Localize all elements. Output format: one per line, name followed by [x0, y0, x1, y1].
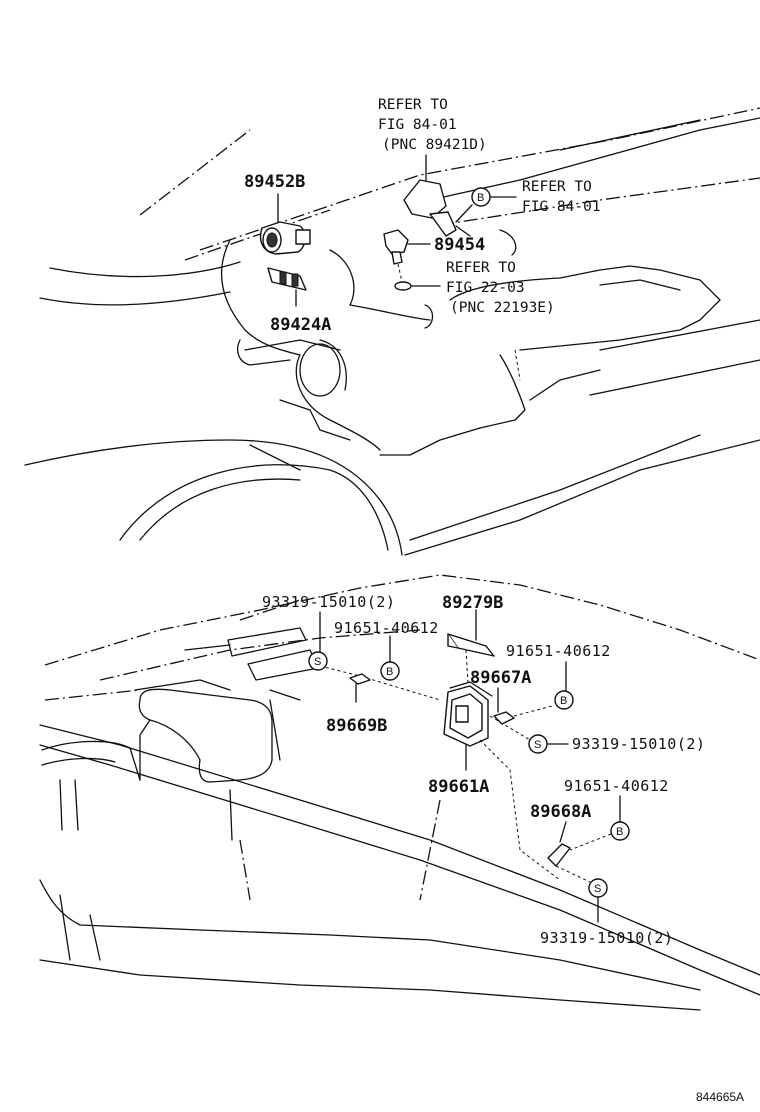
svg-text:FIG 84-01: FIG 84-01 [378, 117, 457, 133]
svg-text:B: B [616, 826, 623, 838]
bolt-marker-b-right[interactable]: B [554, 661, 574, 710]
svg-text:(PNC 22193E): (PNC 22193E) [450, 300, 555, 316]
svg-text:B: B [386, 666, 393, 678]
gasket-22193E[interactable] [394, 263, 441, 291]
part-number-89424A: 89424A [270, 315, 331, 335]
part-number-bolt-low: 91651-40612 [564, 777, 669, 795]
clip-89667A[interactable] [493, 687, 553, 725]
screw-marker-s-right[interactable]: S [528, 734, 569, 754]
svg-text:S: S [314, 656, 321, 668]
screw-marker-s-left[interactable]: S [308, 611, 328, 671]
part-number-bolt-left: 91651-40612 [334, 619, 439, 637]
part-number-89452B: 89452B [244, 172, 305, 192]
svg-text:B: B [477, 192, 484, 204]
ecu-module-89661A[interactable] [443, 681, 493, 771]
svg-text:B: B [560, 695, 567, 707]
svg-text:REFER TO: REFER TO [446, 260, 516, 276]
engine-bay-illustration [24, 107, 760, 556]
part-number-89279B: 89279B [442, 593, 503, 613]
bracket-89668A[interactable] [547, 821, 571, 867]
bolt-marker-b-left[interactable]: B [380, 635, 400, 681]
diagram-code: 844665A [696, 1090, 744, 1104]
part-number-89667A: 89667A [470, 668, 531, 688]
sensor-89421D[interactable] [403, 154, 471, 237]
refer-fig-84-01-sensor: REFER TO FIG 84-01 (PNC 89421D) [378, 97, 487, 153]
part-number-screw-low: 93319-15010(2) [540, 929, 673, 947]
clip-89669B[interactable] [349, 673, 371, 703]
part-number-89454: 89454 [434, 235, 485, 255]
sensor-89424A[interactable] [267, 267, 307, 307]
svg-text:S: S [594, 883, 601, 895]
refer-fig-84-01-bolt: REFER TO FIG 84-01 [522, 179, 601, 215]
part-number-89668A: 89668A [530, 802, 591, 822]
part-number-screw-left: 93319-15010(2) [262, 593, 395, 611]
bracket-89279B[interactable] [447, 609, 495, 685]
part-number-89669B: 89669B [326, 716, 387, 736]
part-number-89661A: 89661A [428, 777, 489, 797]
part-number-screw-right: 93319-15010(2) [572, 735, 705, 753]
svg-text:REFER TO: REFER TO [378, 97, 448, 113]
svg-text:FIG 22-03: FIG 22-03 [446, 280, 525, 296]
svg-text:FIG 84-01: FIG 84-01 [522, 199, 601, 215]
sensor-89452B[interactable] [259, 193, 311, 255]
svg-text:REFER TO: REFER TO [522, 179, 592, 195]
part-number-bolt-right: 91651-40612 [506, 642, 611, 660]
refer-fig-22-03: REFER TO FIG 22-03 (PNC 22193E) [446, 260, 555, 316]
sensor-89454[interactable] [383, 229, 431, 265]
screw-marker-s-low[interactable]: S [555, 865, 608, 923]
bolt-marker-b-top[interactable]: B [455, 187, 517, 223]
svg-text:S: S [534, 739, 541, 751]
svg-text:(PNC 89421D): (PNC 89421D) [382, 137, 487, 153]
bolt-marker-b-low[interactable]: B [569, 795, 630, 851]
interior-illustration [39, 574, 760, 1011]
